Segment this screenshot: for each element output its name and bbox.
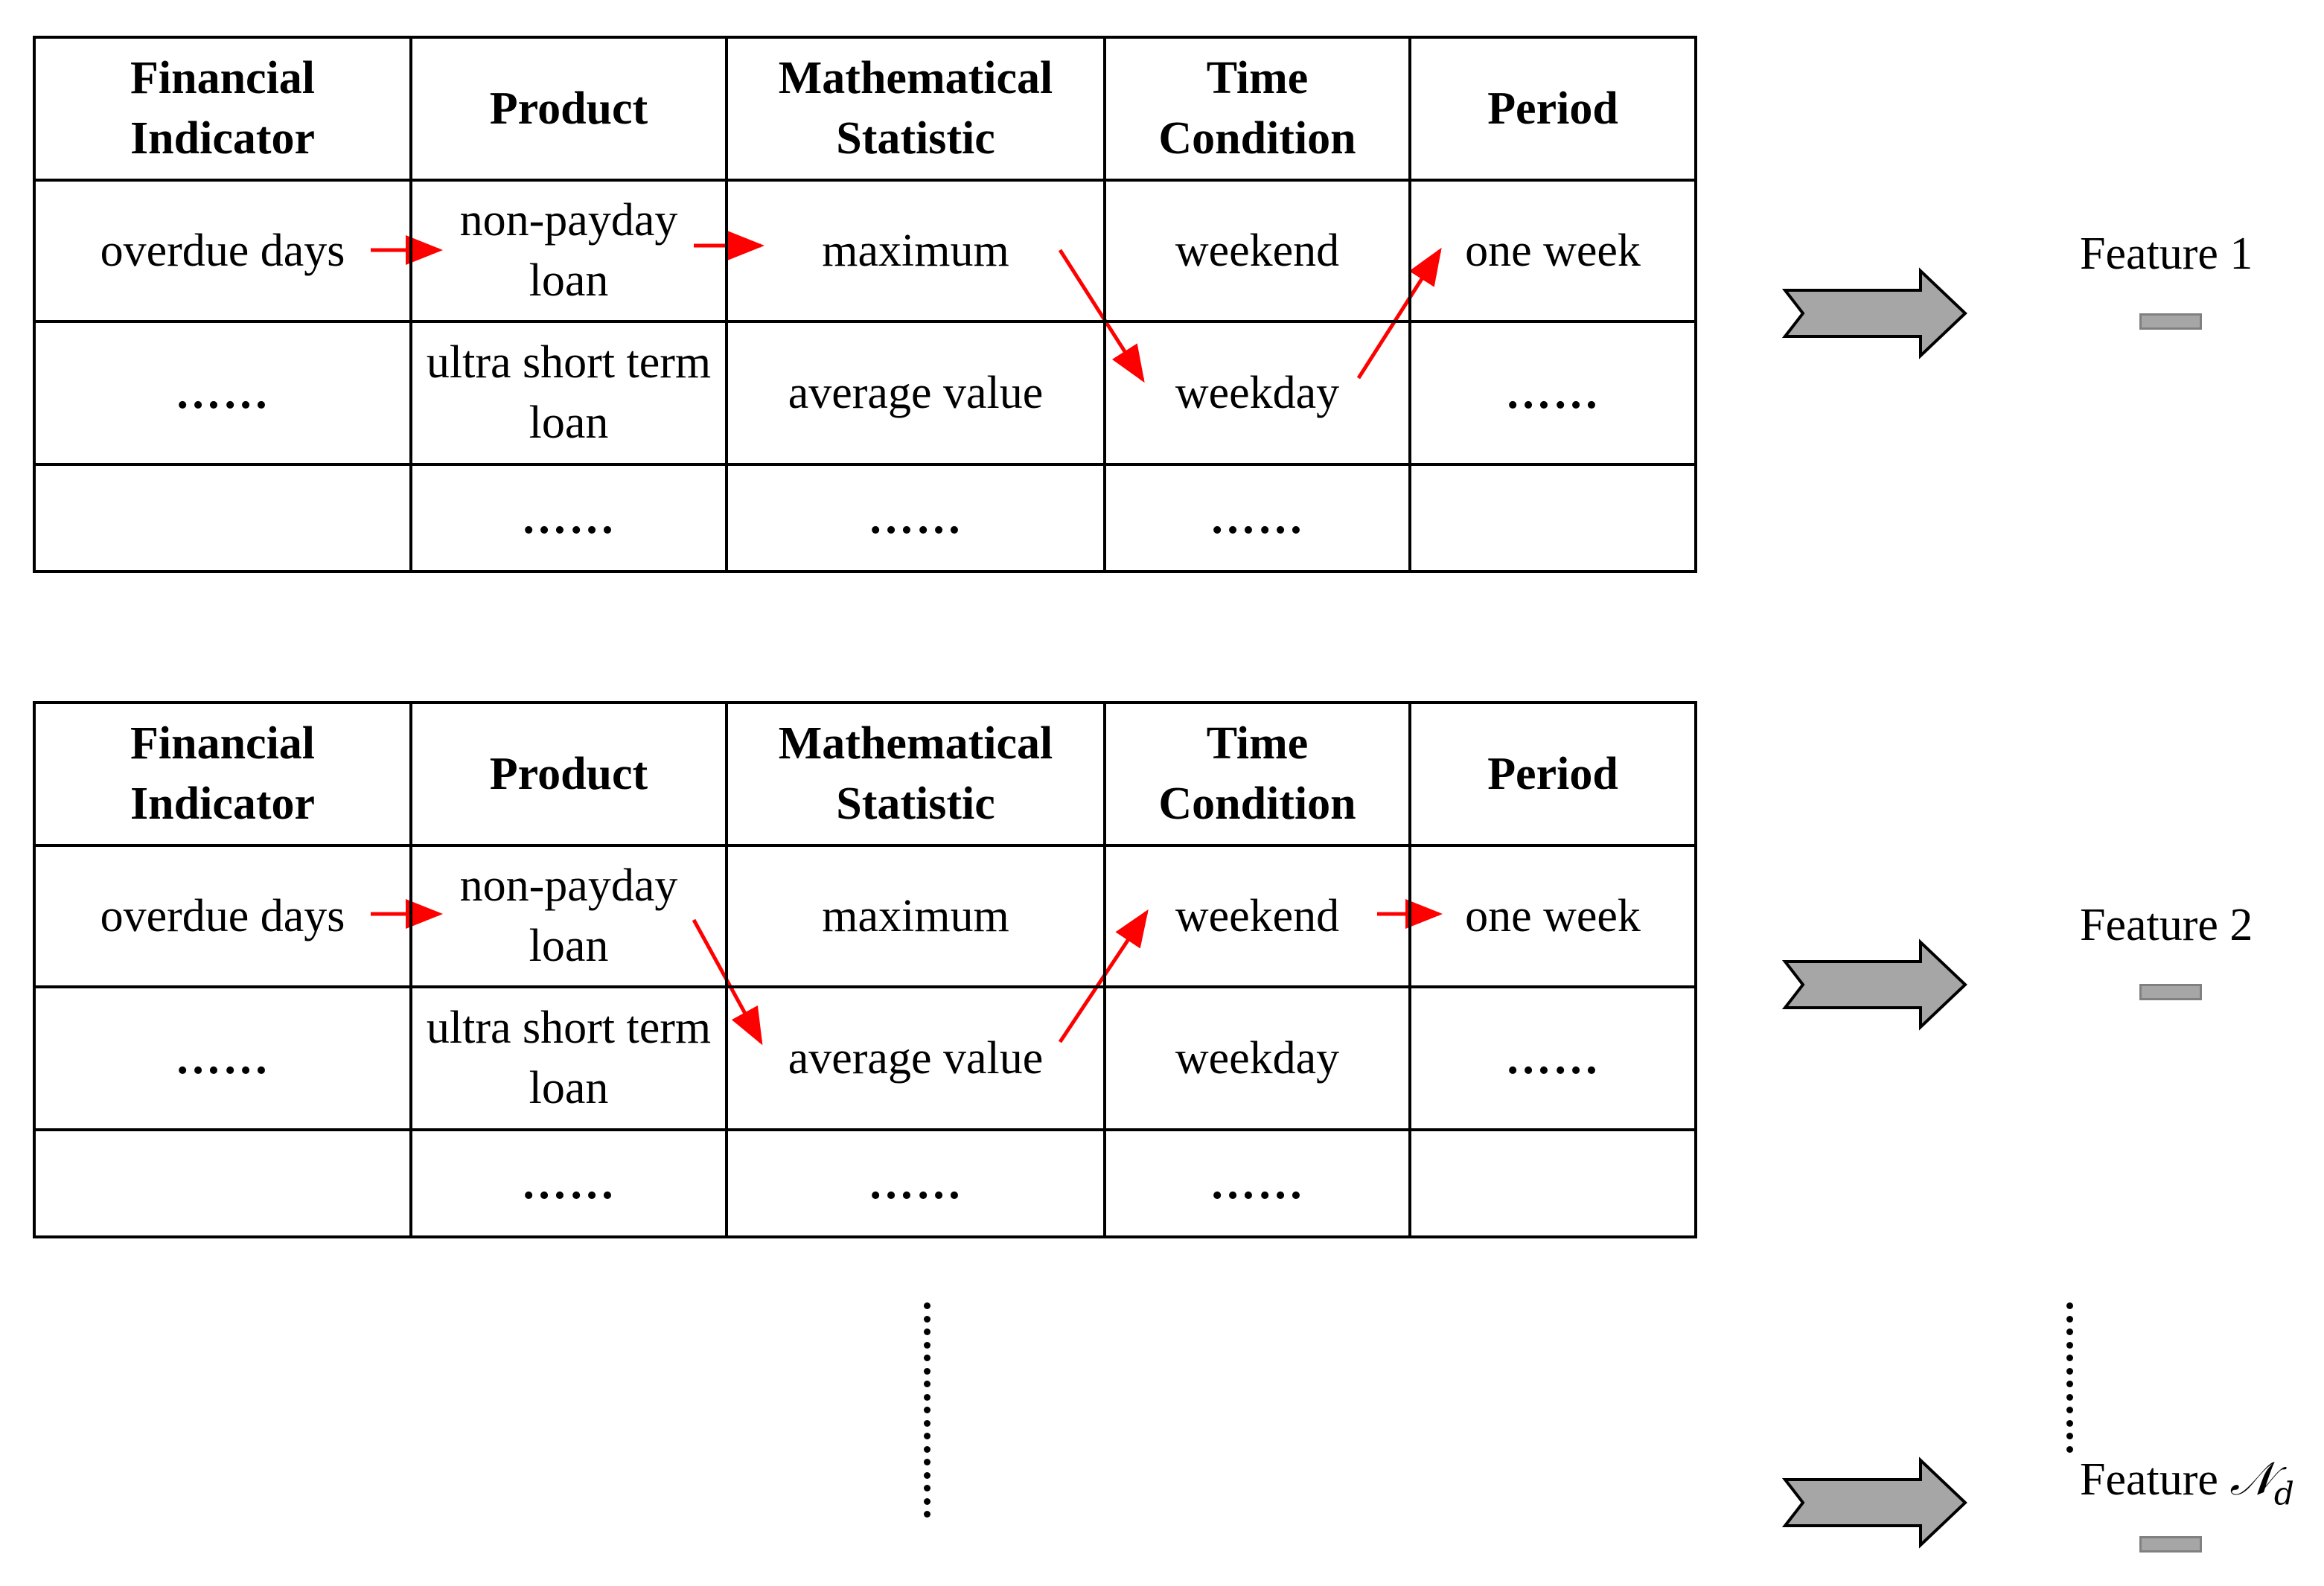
vertical-ellipsis-features xyxy=(2066,1302,2075,1459)
header-period: Period xyxy=(1408,701,1697,847)
header-time-condition: Time Condition xyxy=(1103,36,1411,182)
table-row: …… …… …… xyxy=(33,1128,1697,1238)
feature-table-1: Financial Indicator Product Mathematical… xyxy=(33,36,1697,573)
feature-nd-symbol: 𝒩d xyxy=(2229,1451,2293,1512)
header-financial-indicator: Financial Indicator xyxy=(33,36,412,182)
table-cell: weekend xyxy=(1103,179,1411,323)
table-cell: one week xyxy=(1408,179,1697,323)
table-cell: …… xyxy=(33,985,412,1131)
header-mathematical-statistic: Mathematical Statistic xyxy=(725,701,1106,847)
table-cell: …… xyxy=(1408,320,1697,466)
table-cell: weekday xyxy=(1103,985,1411,1131)
table-cell: weekday xyxy=(1103,320,1411,466)
table-cell: average value xyxy=(725,320,1106,466)
table-cell: …… xyxy=(1103,463,1411,573)
feature-table-2: Financial Indicator Product Mathematical… xyxy=(33,701,1697,1238)
table-cell xyxy=(33,1128,412,1238)
feature-1-label: Feature 1 xyxy=(2080,228,2253,279)
table-cell: …… xyxy=(409,1128,728,1238)
feature-2-bar xyxy=(2139,984,2202,1000)
table-cell: one week xyxy=(1408,844,1697,988)
table-cell: …… xyxy=(409,463,728,573)
table-header-row: Financial Indicator Product Mathematical… xyxy=(33,36,1697,182)
table-cell: ultra short term loan xyxy=(409,985,728,1131)
table-cell: non-payday loan xyxy=(409,179,728,323)
nd-symbol-text: 𝒩 xyxy=(2229,1451,2274,1506)
feature-nd-prefix: Feature xyxy=(2080,1454,2230,1505)
table-cell: overdue days xyxy=(33,179,412,323)
table-cell: maximum xyxy=(725,844,1106,988)
table-header-row: Financial Indicator Product Mathematical… xyxy=(33,701,1697,847)
header-product: Product xyxy=(409,36,728,182)
nd-subscript: d xyxy=(2273,1475,2294,1512)
table-row: overdue days non-payday loan maximum wee… xyxy=(33,179,1697,323)
table-cell: non-payday loan xyxy=(409,844,728,988)
header-period: Period xyxy=(1408,36,1697,182)
table-cell: …… xyxy=(725,463,1106,573)
block-arrows xyxy=(1781,267,1967,1549)
feature-nd-bar xyxy=(2139,1536,2202,1553)
table-cell: average value xyxy=(725,985,1106,1131)
header-time-condition: Time Condition xyxy=(1103,701,1411,847)
table-cell: maximum xyxy=(725,179,1106,323)
table-cell: weekend xyxy=(1103,844,1411,988)
table-cell xyxy=(1408,463,1697,573)
header-financial-indicator: Financial Indicator xyxy=(33,701,412,847)
table-cell: …… xyxy=(1408,985,1697,1131)
feature-2-label: Feature 2 xyxy=(2080,900,2253,950)
block-arrow-icon xyxy=(1781,939,1967,1031)
table-row: overdue days non-payday loan maximum wee… xyxy=(33,844,1697,988)
table-cell: …… xyxy=(33,320,412,466)
table-cell xyxy=(33,463,412,573)
table-cell: ultra short term loan xyxy=(409,320,728,466)
header-mathematical-statistic: Mathematical Statistic xyxy=(725,36,1106,182)
feature-nd-label: Feature 𝒩d xyxy=(2080,1451,2294,1512)
table-cell xyxy=(1408,1128,1697,1238)
table-row: …… ultra short term loan average value w… xyxy=(33,985,1697,1131)
vertical-ellipsis-tables xyxy=(924,1302,933,1524)
table-row: …… ultra short term loan average value w… xyxy=(33,320,1697,466)
table-cell: …… xyxy=(1103,1128,1411,1238)
feature-1-bar xyxy=(2139,313,2202,330)
block-arrow-icon xyxy=(1781,1457,1967,1549)
table-cell: overdue days xyxy=(33,844,412,988)
block-arrow-icon xyxy=(1781,267,1967,359)
table-cell: …… xyxy=(725,1128,1106,1238)
table-row: …… …… …… xyxy=(33,463,1697,573)
header-product: Product xyxy=(409,701,728,847)
